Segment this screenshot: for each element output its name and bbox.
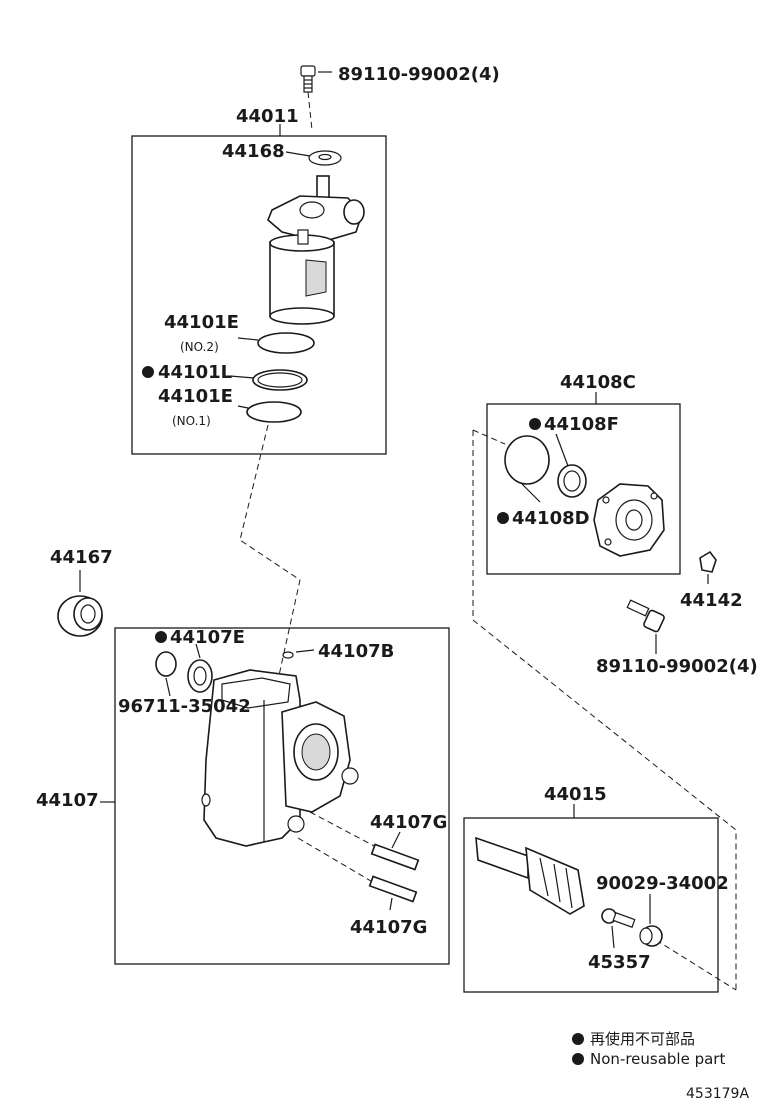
washer-icon-44168	[308, 150, 342, 166]
legend-bullet-en	[572, 1053, 584, 1065]
legend-bullet-jp	[572, 1033, 584, 1045]
dash-shaft	[655, 939, 737, 991]
diagram-code: 453179A	[686, 1086, 749, 1102]
gear-housing-icon	[201, 669, 359, 847]
label-no1: (NO.1)	[172, 414, 211, 428]
label-44142: 44142	[680, 590, 743, 611]
label-no2: (NO.2)	[180, 340, 219, 354]
nut-icon-44142	[699, 550, 717, 573]
control-valve-icon	[267, 175, 365, 325]
label-45357: 45357	[588, 952, 651, 973]
stud-icon-44107G-b	[368, 875, 418, 903]
label-44107B: 44107B	[318, 641, 394, 662]
label-96711: 96711-35042	[118, 696, 251, 717]
dash-stud-b	[297, 837, 377, 885]
label-44101E-no2: 44101E	[164, 312, 239, 333]
label-44101L: 44101L	[158, 362, 232, 383]
box-44107	[114, 627, 450, 965]
non-reusable-mark-44108F	[529, 418, 541, 430]
leader-44168	[285, 151, 311, 157]
leader-44101E-no2	[237, 337, 259, 341]
label-44015: 44015	[544, 784, 607, 805]
leader-44107B	[295, 649, 315, 653]
box-44011	[131, 135, 387, 455]
leader-44108F	[555, 433, 569, 467]
non-reusable-mark-44108D	[497, 512, 509, 524]
label-44107: 44107	[36, 790, 99, 811]
label-44108C: 44108C	[560, 372, 636, 393]
label-44107G-a: 44107G	[370, 812, 447, 833]
bolt-icon-top	[300, 65, 316, 93]
non-reusable-mark-44101L	[142, 366, 154, 378]
legend-en-text: Non-reusable part	[590, 1050, 725, 1068]
label-44107G-b: 44107G	[350, 917, 427, 938]
sector-shaft-icon	[475, 836, 585, 915]
label-90029: 90029-34002	[596, 873, 729, 894]
box-44108C	[486, 403, 681, 575]
o-ring-icon-44101E-no1	[246, 401, 302, 423]
dash-seal-lines	[472, 429, 506, 445]
label-44107E: 44107E	[170, 627, 245, 648]
label-bolt-top: 89110-99002(4)	[338, 64, 500, 85]
o-ring-icon-96711	[155, 651, 177, 677]
nut-icon-90029	[639, 925, 663, 947]
leader-44107E	[195, 643, 201, 659]
ring-icon-44101L	[252, 369, 308, 391]
dash-stud-a	[309, 811, 379, 849]
plug-icon-44107B	[282, 651, 294, 659]
o-ring-icon-44108D	[504, 435, 550, 485]
dash-cover-to-housing	[472, 430, 737, 990]
side-cover-icon	[593, 483, 665, 557]
leader-45357	[611, 925, 615, 949]
leader-44107G-a	[391, 831, 401, 849]
dash-bolt-top	[307, 91, 313, 131]
dash-top-to-housing	[239, 424, 301, 681]
leader-44101L	[229, 375, 255, 379]
label-44101E-no1: 44101E	[158, 386, 233, 407]
screw-icon-45357	[601, 908, 636, 928]
label-44168: 44168	[222, 141, 285, 162]
stud-icon-44107G-a	[370, 843, 420, 871]
label-44108D: 44108D	[512, 508, 590, 529]
box-44015	[463, 817, 719, 993]
leader-44101E-no1	[237, 405, 249, 409]
label-44167: 44167	[50, 547, 113, 568]
label-bolt-right: 89110-99002(4)	[596, 656, 758, 677]
leader-44108D	[521, 483, 541, 503]
leader-44107G-b	[389, 897, 393, 911]
seal-icon-44108F	[557, 464, 587, 498]
leader-96711	[165, 677, 171, 697]
o-ring-icon-44101E-no2	[257, 332, 315, 354]
bolt-icon-right	[626, 599, 665, 633]
seal-icon-44107E	[187, 659, 213, 693]
non-reusable-mark-44107E	[155, 631, 167, 643]
seal-icon-44167	[57, 595, 103, 637]
label-44011: 44011	[236, 106, 299, 127]
legend-jp-text: 再使用不可部品	[590, 1030, 695, 1048]
label-44108F: 44108F	[544, 414, 619, 435]
